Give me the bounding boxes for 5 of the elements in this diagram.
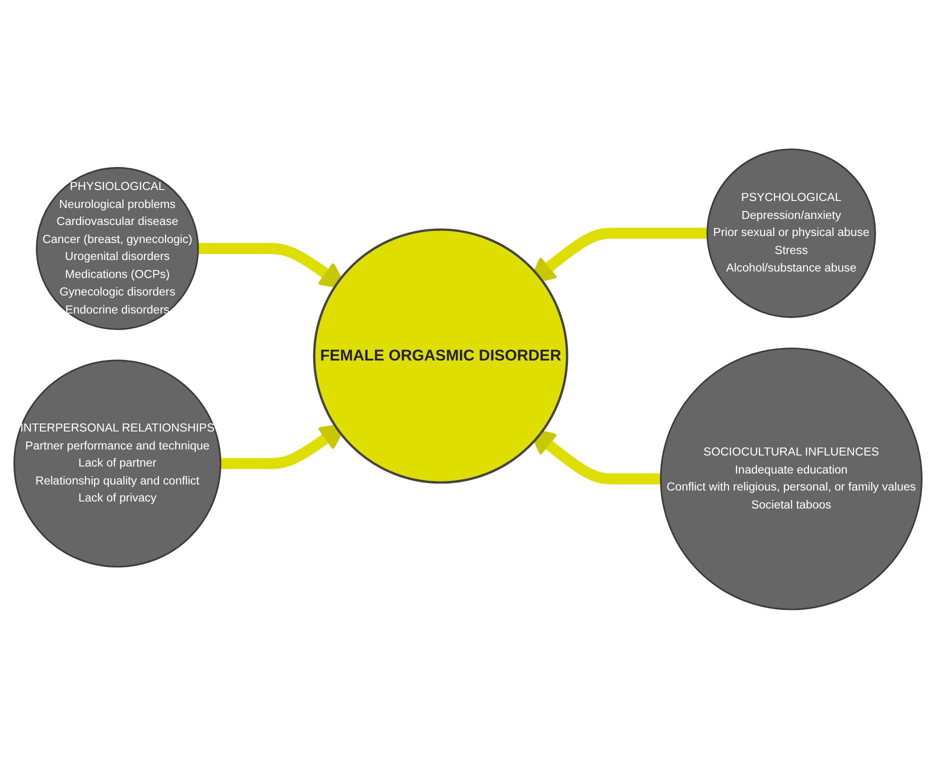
node-circle: SOCIOCULTURAL INFLUENCES Inadequate education Conflict with religious, personal, or family values Societal taboos	[660, 348, 923, 610]
node-circle: FEMALE ORGASMIC DISORDER	[313, 228, 568, 484]
node-circle: INTERPERSONAL RELATIONSHIPS Partner performance and technique Lack of partner Relationship quality and conflict Lack of privacy	[13, 360, 222, 568]
node-circle: PSYCHOLOGICAL Depression/anxiety Prior sexual or physical abuse Stress Alcohol/substance abuse	[706, 148, 876, 318]
node-circle: PHYSIOLOGICAL Neurological problems Cardiovascular disease Cancer (breast, gynecologic) Urogenital disorders Medications (OCPs) Gynecologic disorders Endocrine disorders	[36, 167, 199, 330]
